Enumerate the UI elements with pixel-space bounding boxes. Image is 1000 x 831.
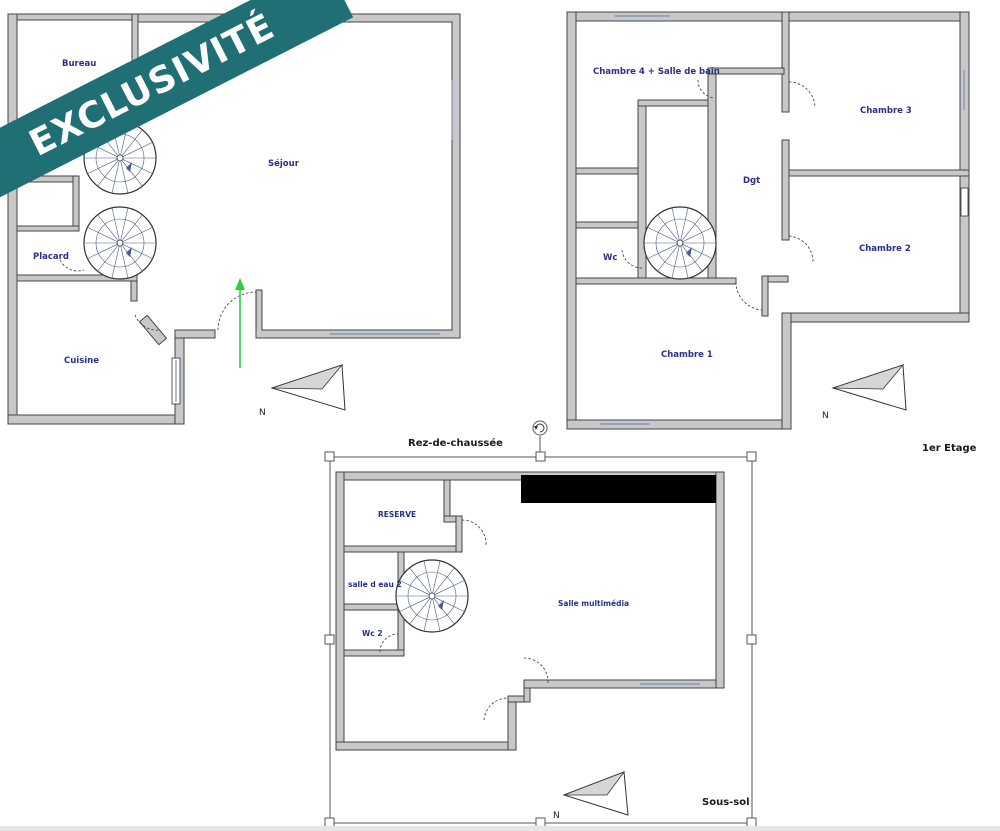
north-label-ground: N <box>259 408 266 418</box>
basement-plan[interactable]: RESERVE salle d eau 2 Wc 2 Salle multimé… <box>324 420 757 828</box>
north-label-first: N <box>822 411 829 421</box>
room-label-multimedia: Salle multimédia <box>558 599 629 608</box>
room-label-wc2: Wc 2 <box>362 629 383 638</box>
ground-floor-plan: Bureau Séjour Placard Cuisine N Rez-de-c… <box>7 13 503 449</box>
resize-handle-n[interactable] <box>535 451 546 462</box>
room-label-chambre2: Chambre 2 <box>859 244 911 254</box>
room-label-chambre3: Chambre 3 <box>860 106 912 116</box>
resize-handle-nw[interactable] <box>324 451 335 462</box>
compass-arrow-icon <box>831 364 907 411</box>
room-label-placard: Placard <box>33 252 69 262</box>
resize-handle-w[interactable] <box>324 634 335 645</box>
first-floor-plan: Chambre 4 + Salle de bain Chambre 3 Dgt … <box>566 11 977 454</box>
resize-handle-e[interactable] <box>746 634 757 645</box>
level-caption-ground: Rez-de-chaussée <box>408 437 503 449</box>
room-label-dgt: Dgt <box>743 176 760 186</box>
room-label-salle-eau: salle d eau 2 <box>348 580 402 589</box>
room-label-chambre4: Chambre 4 + Salle de bain <box>593 67 720 77</box>
room-label-cuisine: Cuisine <box>64 356 99 366</box>
room-label-bureau: Bureau <box>62 59 96 69</box>
spiral-staircase-icon <box>643 206 717 280</box>
room-label-sejour: Séjour <box>268 158 300 169</box>
compass-arrow-icon <box>562 771 629 816</box>
level-caption-first: 1er Etage <box>922 443 977 454</box>
rotate-handle-icon[interactable] <box>532 420 548 436</box>
spiral-staircase-icon <box>83 206 157 280</box>
room-label-chambre1: Chambre 1 <box>661 350 713 360</box>
level-caption-basement: Sous-sol <box>702 797 750 808</box>
room-label-reserve: RESERVE <box>378 510 416 519</box>
resize-handle-ne[interactable] <box>746 451 757 462</box>
compass-arrow-icon <box>270 364 346 411</box>
room-label-wc: Wc <box>603 253 617 263</box>
spiral-staircase-icon <box>395 559 469 633</box>
bottom-edge-bar <box>0 826 1000 831</box>
north-label-basement: N <box>553 811 560 821</box>
entry-arrow-icon <box>235 278 245 368</box>
